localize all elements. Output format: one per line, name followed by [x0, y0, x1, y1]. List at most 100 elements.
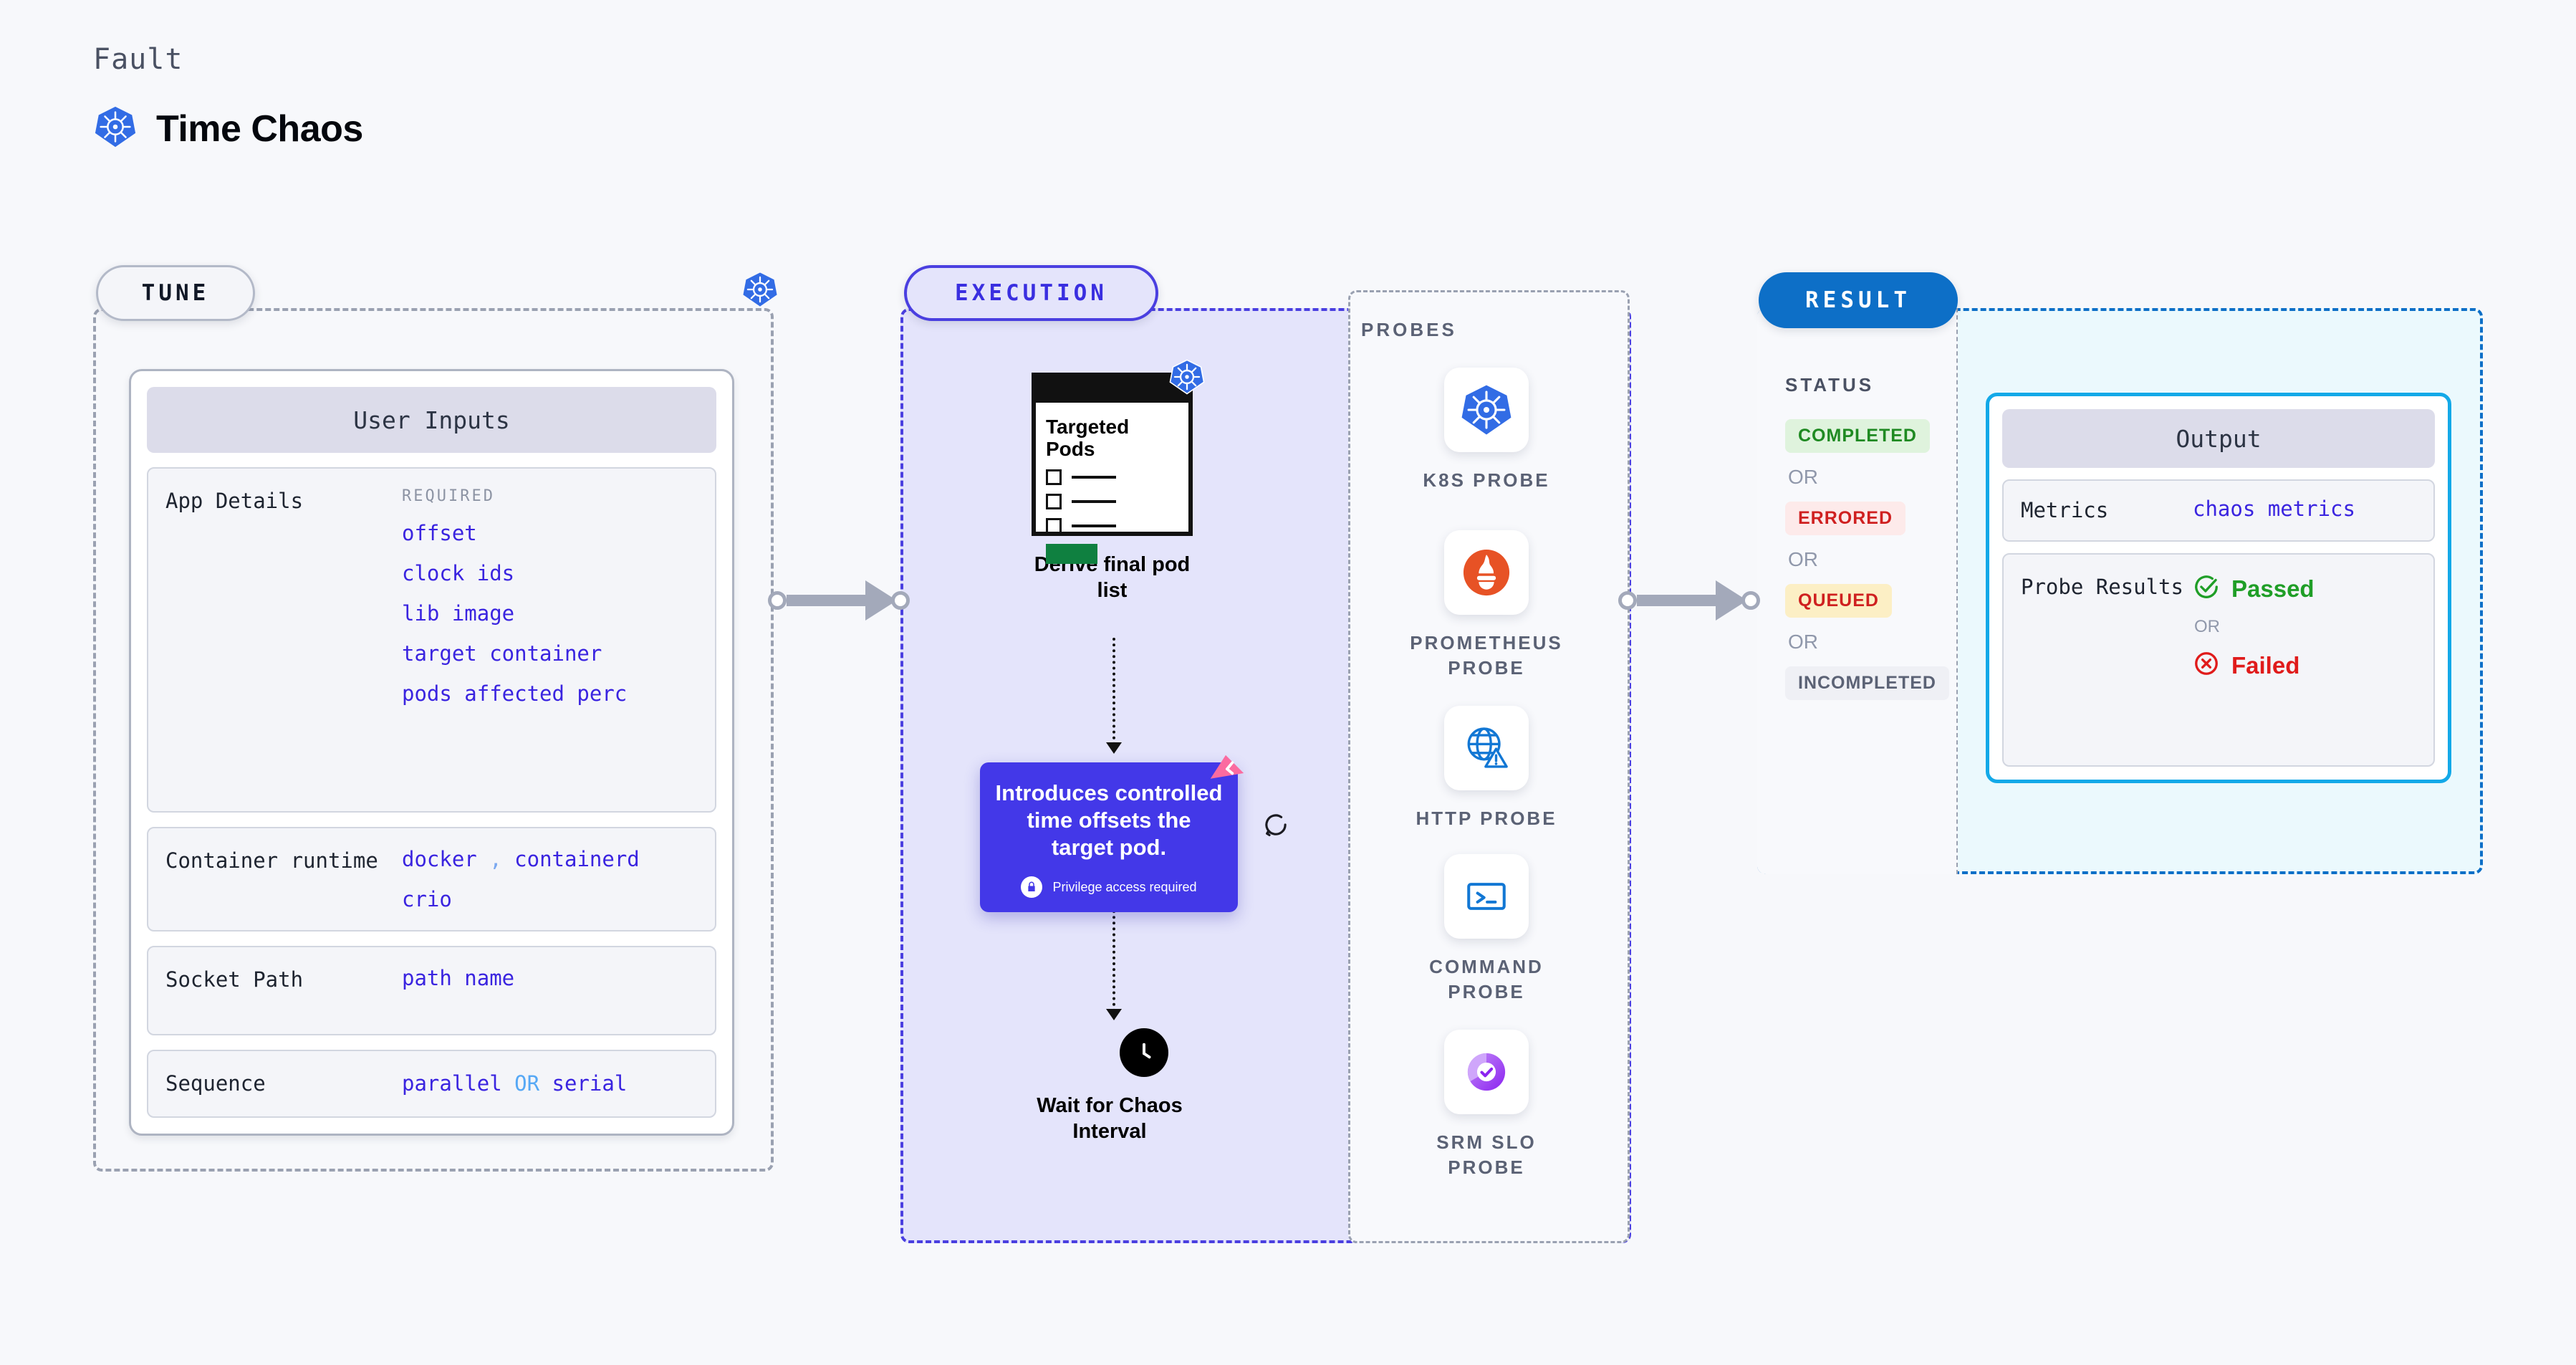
flow-arrowhead [1106, 1009, 1122, 1020]
clock-icon [1120, 1028, 1168, 1077]
connector-bar [1637, 595, 1716, 606]
check-circle-icon [2193, 573, 2220, 604]
probe-item-srm-slo[interactable]: SRM SLO PROBE [1400, 1030, 1572, 1180]
fault-eyebrow: Fault [93, 43, 183, 76]
status-badge: ERRORED [1785, 502, 1906, 535]
input-label: Container runtime [165, 848, 378, 873]
probe-label: K8S PROBE [1423, 469, 1550, 491]
kubernetes-icon [1444, 368, 1529, 452]
targeted-pods-window: Targeted Pods [1032, 359, 1205, 564]
or-label: OR [1788, 466, 1818, 488]
passed-label: Passed [2231, 575, 2315, 602]
or-label: OR [2194, 617, 2220, 637]
connector-execution-to-result [1618, 580, 1760, 621]
connector-bar [787, 595, 865, 606]
probes-title: PROBES [1361, 319, 1457, 340]
result-stage-badge[interactable]: RESULT [1759, 272, 1958, 328]
connector-tune-to-execution [768, 580, 910, 621]
probe-result-failed: Failed [2193, 650, 2315, 681]
input-label: Sequence [165, 1071, 266, 1096]
status-badge-list: COMPLETED OR ERRORED OR QUEUED OR INCOMP… [1785, 419, 1949, 700]
privilege-note-text: Privilege access required [1052, 879, 1197, 894]
flow-arrowhead [1106, 742, 1122, 754]
flow-connector-dotted [1112, 638, 1115, 745]
tune-stage-badge[interactable]: TUNE [96, 265, 255, 321]
output-card-title: Output [2002, 409, 2435, 468]
status-badge: COMPLETED [1785, 419, 1930, 453]
execution-stage-badge[interactable]: EXECUTION [904, 265, 1158, 321]
input-value: docker , containerd [402, 846, 640, 871]
input-row-container-runtime[interactable]: Container runtime docker , containerd cr… [147, 826, 716, 931]
input-value: target container [402, 641, 602, 666]
input-value: lib image [402, 601, 515, 626]
input-row-socket-path[interactable]: Socket Path path name [147, 945, 716, 1035]
probe-label: HTTP PROBE [1416, 808, 1557, 829]
input-value: offset [402, 521, 477, 545]
probe-item-command[interactable]: COMMAND PROBE [1400, 854, 1572, 1005]
or-label: OR [1788, 548, 1818, 570]
tune-panel [93, 308, 774, 1172]
input-label: App Details [165, 489, 304, 513]
input-label: Socket Path [165, 967, 304, 992]
pod-list-item [1046, 493, 1178, 509]
probe-item-k8s[interactable]: K8S PROBE [1400, 368, 1572, 493]
connector-dot [891, 591, 910, 610]
placeholder-line [1072, 475, 1116, 479]
wait-for-chaos-caption: Wait for Chaos Interval [1037, 1094, 1183, 1144]
fault-description-card: Introduces controlled time offsets the t… [980, 755, 1244, 913]
input-value: parallel OR serial [402, 1071, 628, 1096]
input-row-app-details[interactable]: App Details REQUIRED offset clock ids li… [147, 467, 716, 813]
terminal-icon [1444, 854, 1529, 939]
probe-label: COMMAND PROBE [1429, 956, 1544, 1003]
progress-bar [1046, 543, 1097, 564]
page-title: Time Chaos [156, 107, 363, 150]
checkbox-icon [1046, 493, 1062, 509]
kubernetes-icon [741, 271, 779, 312]
pod-list-item [1046, 517, 1178, 534]
connector-dot [1741, 591, 1760, 610]
refresh-icon[interactable] [1261, 810, 1291, 843]
clock-deco-icon [1205, 752, 1246, 798]
output-label: Probe Results [2021, 575, 2183, 600]
connector-dot [768, 591, 787, 610]
fault-description-text: Introduces controlled time offsets the t… [995, 780, 1223, 860]
probe-label: SRM SLO PROBE [1436, 1131, 1537, 1179]
probe-label: PROMETHEUS PROBE [1410, 632, 1563, 679]
input-value: path name [402, 965, 515, 990]
targeted-pods-heading: Targeted Pods [1046, 416, 1130, 461]
targeted-pods-step: Targeted Pods Derive final pod list [1032, 359, 1205, 604]
srm-slo-donut-icon [1444, 1030, 1529, 1114]
placeholder-line [1072, 524, 1116, 527]
prometheus-icon [1444, 530, 1529, 615]
probe-item-prometheus[interactable]: PROMETHEUS PROBE [1400, 530, 1572, 681]
title-row: Time Chaos [93, 105, 363, 153]
pod-list-item [1046, 469, 1178, 485]
status-title: STATUS [1785, 374, 1875, 396]
wait-for-chaos-step: Wait for Chaos Interval [1037, 1028, 1203, 1145]
flow-connector-dotted [1112, 904, 1115, 1012]
kubernetes-icon [93, 105, 138, 153]
kubernetes-icon [1168, 358, 1206, 399]
user-inputs-card: User Inputs App Details REQUIRED offset … [129, 369, 734, 1136]
x-circle-icon [2193, 650, 2220, 681]
output-row-metrics: Metrics chaos metrics [2002, 479, 2435, 542]
output-label: Metrics [2021, 498, 2109, 522]
output-card: Output Metrics chaos metrics Probe Resul… [1986, 393, 2451, 783]
input-value: clock ids [402, 561, 515, 585]
lock-icon [1021, 876, 1043, 899]
placeholder-line [1072, 499, 1116, 503]
output-value: chaos metrics [2193, 497, 2355, 521]
input-value: pods affected perc [402, 681, 628, 706]
user-inputs-title: User Inputs [147, 387, 716, 453]
page-header: Fault Time Chaos [93, 43, 363, 153]
window-titlebar [1036, 377, 1188, 403]
input-row-sequence[interactable]: Sequence parallel OR serial [147, 1049, 716, 1118]
privilege-note: Privilege access required [994, 876, 1224, 899]
checkbox-icon [1046, 469, 1062, 485]
input-value: crio [402, 886, 452, 911]
probe-item-http[interactable]: HTTP PROBE [1400, 706, 1572, 831]
http-globe-warning-icon [1444, 706, 1529, 790]
checkbox-icon [1046, 517, 1062, 534]
or-label: OR [1788, 631, 1818, 653]
output-row-probe-results: Probe Results Passed OR [2002, 553, 2435, 767]
